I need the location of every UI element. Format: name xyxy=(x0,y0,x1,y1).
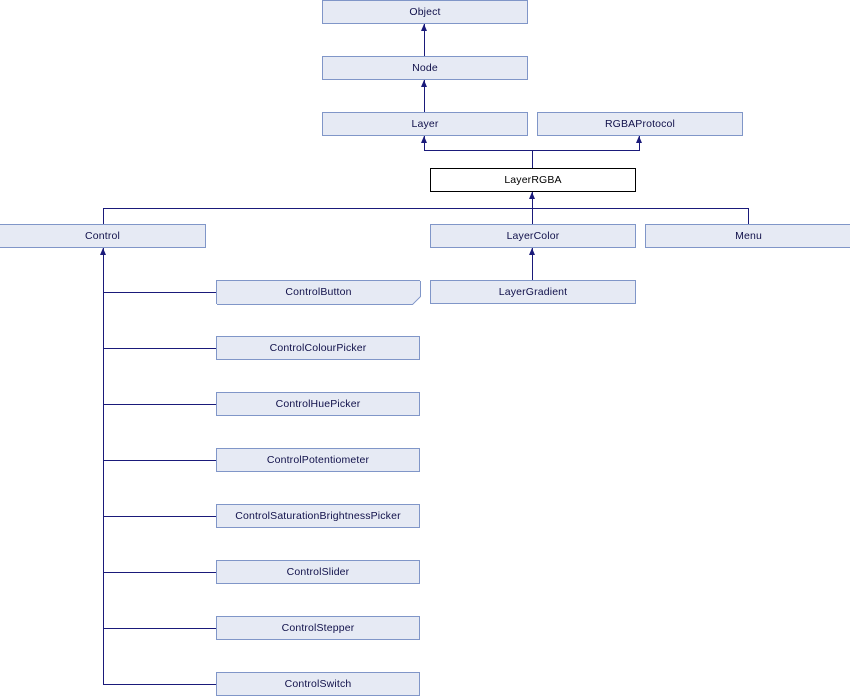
edge-branch-switch xyxy=(103,684,216,685)
class-box-control[interactable]: Control xyxy=(0,224,206,248)
class-label-control: Control xyxy=(85,229,120,242)
edge-layerrgba-bus xyxy=(424,150,640,151)
class-label-controlcolourpicker: ControlColourPicker xyxy=(269,341,367,354)
edge-branch-slider xyxy=(103,572,216,573)
class-box-controlcolourpicker[interactable]: ControlColourPicker xyxy=(216,336,420,360)
edge-branch-stepper xyxy=(103,628,216,629)
class-box-node[interactable]: Node xyxy=(322,56,528,80)
class-label-layergradient: LayerGradient xyxy=(498,285,568,298)
class-label-controlpotentiometer: ControlPotentiometer xyxy=(266,453,370,466)
edge-branch-controlbutton xyxy=(103,292,216,293)
edge-branch-satbrightness xyxy=(103,516,216,517)
class-label-layer: Layer xyxy=(411,117,439,130)
edge-subclass-bus xyxy=(103,208,749,209)
edge-bus-to-layercolor xyxy=(532,208,533,224)
class-label-controlslider: ControlSlider xyxy=(286,565,350,578)
class-box-rgbaprotocol[interactable]: RGBAProtocol xyxy=(537,112,743,136)
class-label-controlswitch: ControlSwitch xyxy=(284,677,352,690)
arrowhead-layerrgba-to-rgbaprotocol xyxy=(635,136,642,143)
class-box-controlslider[interactable]: ControlSlider xyxy=(216,560,420,584)
edge-branch-colourpicker xyxy=(103,348,216,349)
class-label-layerrgba: LayerRGBA xyxy=(504,173,562,186)
class-box-layerrgba[interactable]: LayerRGBA xyxy=(430,168,636,192)
edge-control-trunk xyxy=(103,248,104,684)
edge-layerrgba-stub xyxy=(532,150,533,168)
class-box-controlbutton[interactable]: ControlButton xyxy=(216,280,421,305)
class-label-node: Node xyxy=(412,61,438,74)
class-box-controlsaturationbrightnesspicker[interactable]: ControlSaturationBrightnessPicker xyxy=(216,504,420,528)
class-label-rgbaprotocol: RGBAProtocol xyxy=(604,117,676,130)
class-label-controlstepper: ControlStepper xyxy=(281,621,355,634)
edge-layerrgba-down-stub xyxy=(532,192,533,208)
class-label-menu: Menu xyxy=(735,229,762,242)
edge-layerrgba-to-layer xyxy=(424,136,425,150)
class-box-controlstepper[interactable]: ControlStepper xyxy=(216,616,420,640)
edge-layerrgba-to-rgbaprotocol xyxy=(639,136,640,150)
class-label-controlhuepicker: ControlHuePicker xyxy=(275,397,361,410)
edge-branch-huepicker xyxy=(103,404,216,405)
arrowhead-layerrgba-to-layer xyxy=(420,136,427,143)
class-box-controlswitch[interactable]: ControlSwitch xyxy=(216,672,420,696)
edge-node-to-object xyxy=(424,24,425,56)
arrowhead-layercolor-to-layerrgba xyxy=(528,192,535,199)
class-box-layergradient[interactable]: LayerGradient xyxy=(430,280,636,304)
arrowhead-control-subclasses xyxy=(99,248,106,255)
edge-layergradient-to-layercolor xyxy=(532,248,533,280)
edge-bus-to-control xyxy=(103,208,104,224)
edge-branch-potentiometer xyxy=(103,460,216,461)
class-box-object[interactable]: Object xyxy=(322,0,528,24)
class-box-controlpotentiometer[interactable]: ControlPotentiometer xyxy=(216,448,420,472)
class-box-layer[interactable]: Layer xyxy=(322,112,528,136)
class-box-layercolor[interactable]: LayerColor xyxy=(430,224,636,248)
arrowhead-layergradient-to-layercolor xyxy=(528,248,535,255)
edge-layer-to-node xyxy=(424,80,425,112)
class-box-controlhuepicker[interactable]: ControlHuePicker xyxy=(216,392,420,416)
class-label-controlsaturationbrightnesspicker: ControlSaturationBrightnessPicker xyxy=(235,509,401,522)
class-label-object: Object xyxy=(409,5,441,18)
arrowhead-node-to-object xyxy=(420,24,427,31)
class-label-layercolor: LayerColor xyxy=(506,229,560,242)
edge-bus-to-menu xyxy=(748,208,749,224)
class-label-controlbutton: ControlButton xyxy=(285,286,352,299)
class-box-menu[interactable]: Menu xyxy=(645,224,850,248)
arrowhead-layer-to-node xyxy=(420,80,427,87)
